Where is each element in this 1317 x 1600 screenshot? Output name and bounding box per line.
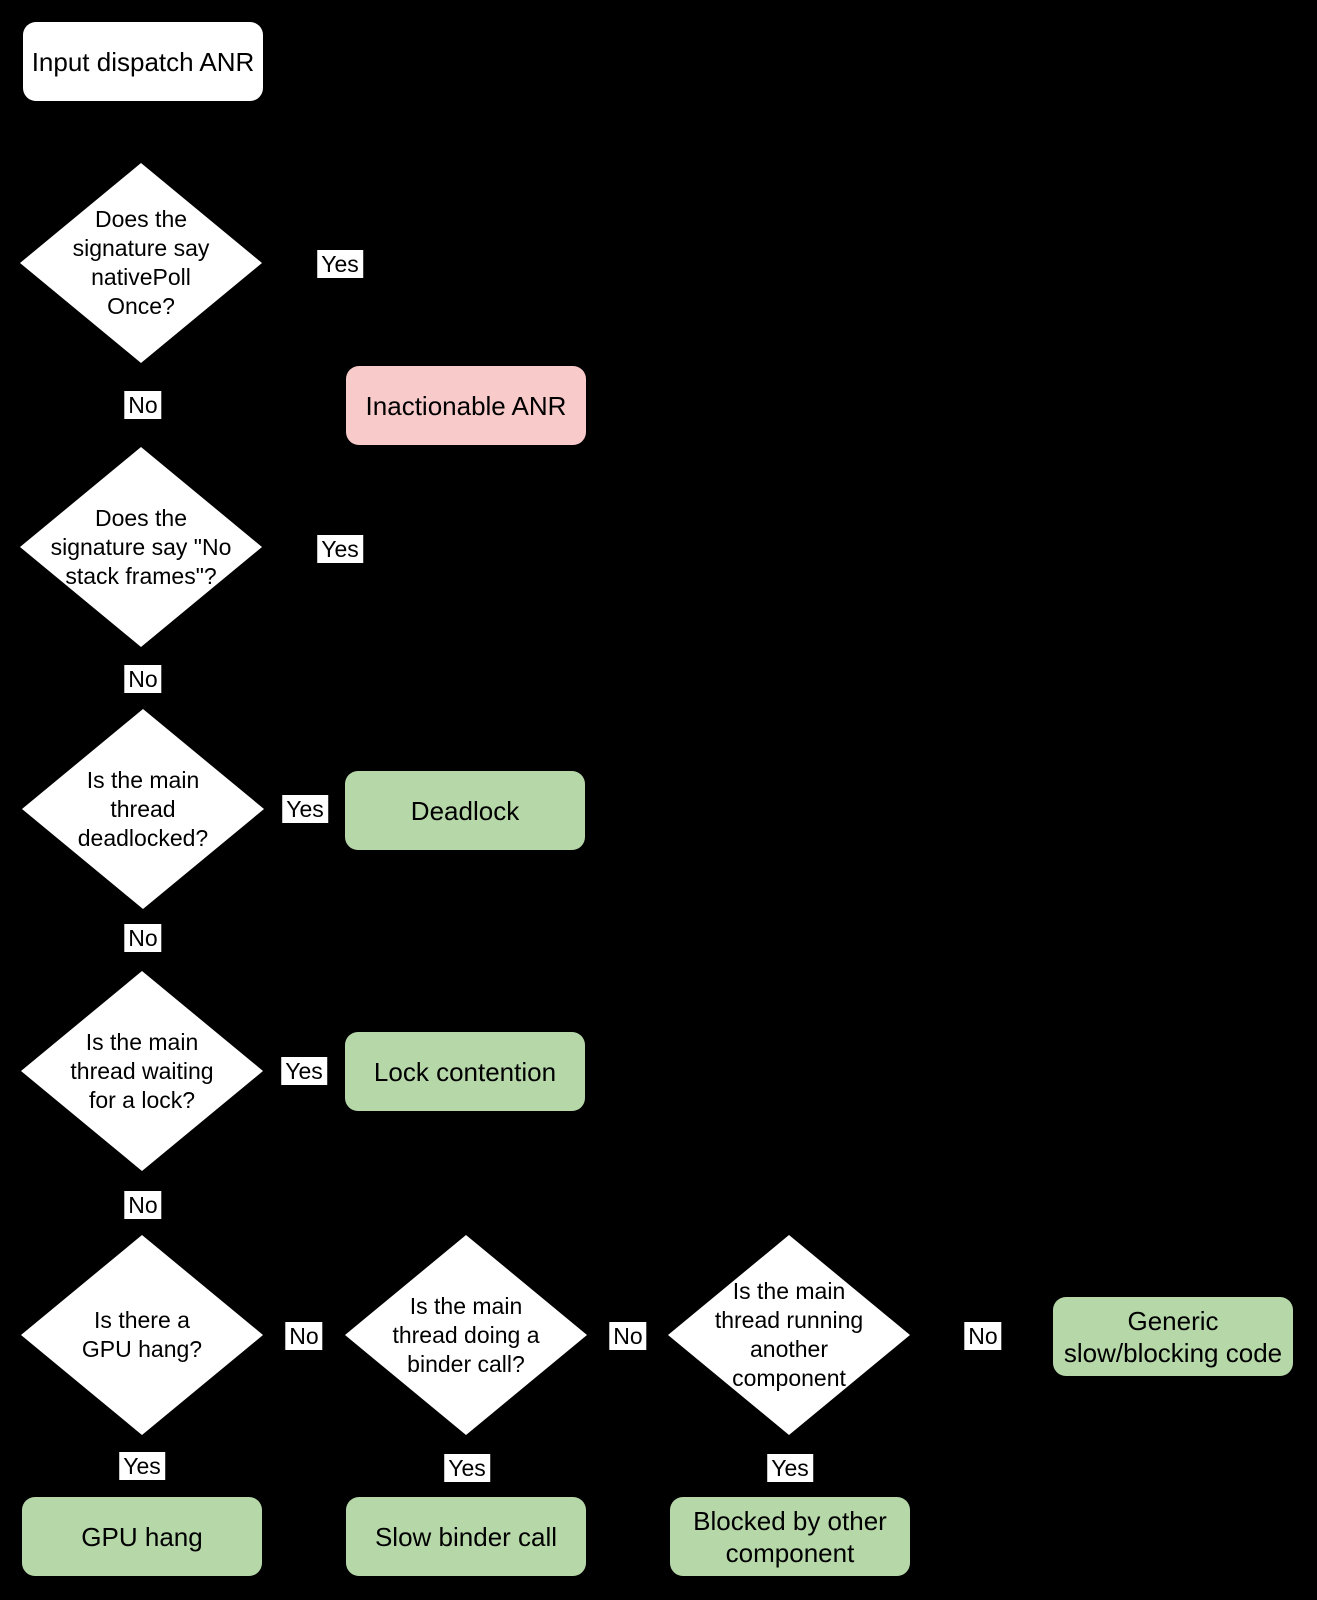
decision-main-thread-deadlocked: Is the main thread deadlocked?: [22, 709, 264, 909]
edge-label-d2-no: No: [124, 665, 162, 693]
edge-label-d1-no: No: [124, 391, 162, 419]
edge-label-d5-yes: Yes: [119, 1452, 165, 1480]
decision-gpu-hang-label: Is there a GPU hang?: [81, 1307, 203, 1362]
decision-running-another-component-label: Is the main thread running another compo…: [714, 1278, 864, 1391]
decision-no-stack-frames: Does the signature say "No stack frames"…: [20, 447, 262, 647]
decision-native-poll-once: Does the signature say nativePoll Once?: [20, 163, 262, 363]
edge-label-d4-no: No: [124, 1191, 162, 1219]
edge-label-d6-yes: Yes: [444, 1454, 490, 1482]
start-node-input-dispatch-anr: Input dispatch ANR: [23, 22, 263, 101]
decision-native-poll-once-label: Does the signature say nativePoll Once?: [72, 206, 210, 319]
outcome-deadlock: Deadlock: [345, 771, 585, 850]
edge-label-d5-no: No: [285, 1322, 323, 1350]
decision-no-stack-frames-label: Does the signature say "No stack frames"…: [50, 504, 232, 589]
decision-gpu-hang: Is there a GPU hang?: [21, 1235, 263, 1435]
edge-label-d7-yes: Yes: [767, 1454, 813, 1482]
outcome-inactionable-anr: Inactionable ANR: [346, 366, 586, 445]
edge-label-d6-no: No: [609, 1322, 647, 1350]
outcome-lock-contention: Lock contention: [345, 1032, 585, 1111]
edge-label-d7-no: No: [964, 1322, 1002, 1350]
decision-binder-call-label: Is the main thread doing a binder call?: [392, 1292, 540, 1377]
decision-waiting-for-lock-label: Is the main thread waiting for a lock?: [70, 1028, 214, 1113]
outcome-gpu-hang: GPU hang: [22, 1497, 262, 1576]
decision-main-thread-deadlocked-label: Is the main thread deadlocked?: [77, 766, 209, 851]
edge-label-d4-yes: Yes: [281, 1057, 327, 1085]
outcome-slow-binder-call: Slow binder call: [346, 1497, 586, 1576]
decision-waiting-for-lock: Is the main thread waiting for a lock?: [21, 971, 263, 1171]
edge-label-d3-no: No: [124, 924, 162, 952]
edge-label-d1-yes: Yes: [317, 250, 363, 278]
decision-running-another-component: Is the main thread running another compo…: [668, 1235, 910, 1435]
decision-binder-call: Is the main thread doing a binder call?: [345, 1235, 587, 1435]
edge-label-d2-yes: Yes: [317, 535, 363, 563]
outcome-generic-slow-blocking-code: Generic slow/blocking code: [1053, 1297, 1293, 1376]
edge-label-d3-yes: Yes: [282, 795, 328, 823]
outcome-blocked-by-other-component: Blocked by other component: [670, 1497, 910, 1576]
